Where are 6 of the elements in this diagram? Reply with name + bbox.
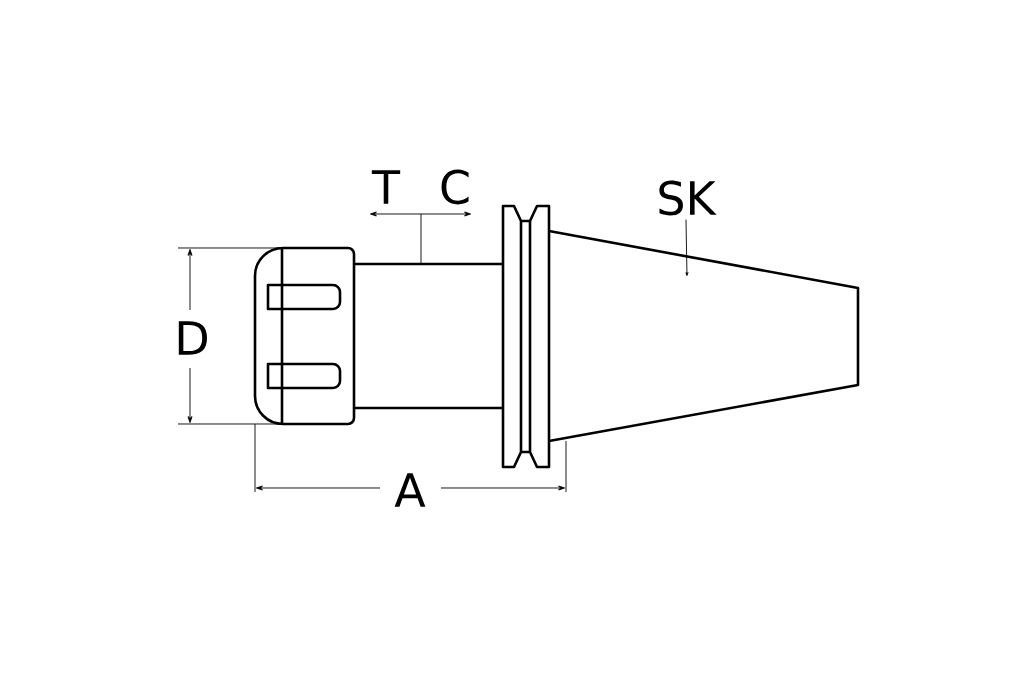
- cone: [548, 229, 860, 443]
- dimension-label: C: [441, 169, 469, 205]
- dimension-label: D: [178, 321, 207, 355]
- part-label: SK: [659, 180, 717, 216]
- dimension-label: A: [394, 473, 426, 507]
- dimension-label: T: [371, 170, 401, 204]
